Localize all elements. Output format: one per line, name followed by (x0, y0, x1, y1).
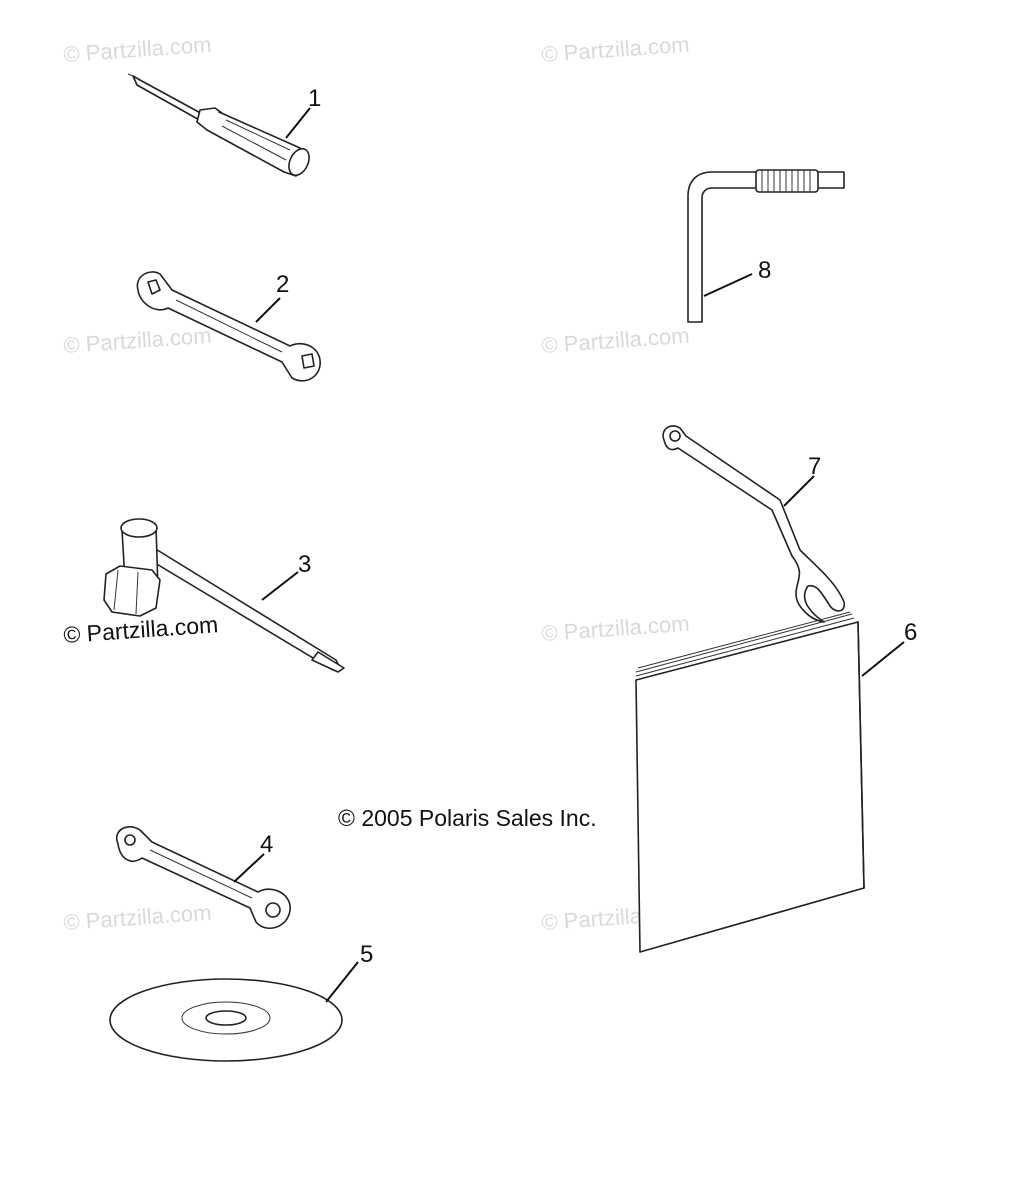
leader-line (783, 475, 815, 507)
leader-line (325, 961, 359, 1003)
callout-number-7: 7 (808, 453, 821, 480)
leader-line (285, 107, 311, 139)
callout-number-8: 8 (758, 257, 771, 284)
cd-disc-icon (109, 978, 343, 1062)
leader-line (261, 571, 299, 601)
hex-key-icon (687, 169, 845, 323)
hook-spanner-wrench-icon (662, 425, 846, 623)
watermark: © Partzilla.com (63, 900, 213, 935)
leader-line (703, 273, 753, 297)
watermark: © Partzilla.com (541, 611, 691, 646)
leader-line (861, 641, 905, 677)
leader-line (233, 853, 265, 883)
watermarks: © Partzilla.com © Partzilla.com © Partzi… (63, 32, 691, 935)
screwdriver-icon (127, 73, 310, 177)
callout-number-4: 4 (260, 831, 273, 858)
box-wrench-icon (115, 826, 291, 930)
copyright-text: © 2005 Polaris Sales Inc. (338, 805, 597, 831)
spark-plug-wrench-icon (103, 518, 345, 673)
open-end-wrench-icon (136, 271, 321, 382)
watermark: © Partzilla.com (63, 32, 213, 67)
callout-number-5: 5 (360, 941, 373, 968)
watermark: © Partzilla.com (63, 323, 213, 358)
callout-number-6: 6 (904, 619, 917, 646)
watermark: © Partzilla.com (63, 611, 219, 648)
callout-number-3: 3 (298, 551, 311, 578)
manual-book-icon (635, 611, 865, 953)
leader-line (255, 297, 281, 323)
watermark: © Partzilla.com (541, 323, 691, 358)
callout-number-1: 1 (308, 85, 321, 112)
callout-number-2: 2 (276, 271, 289, 298)
watermark: © Partzilla.com (541, 32, 691, 67)
